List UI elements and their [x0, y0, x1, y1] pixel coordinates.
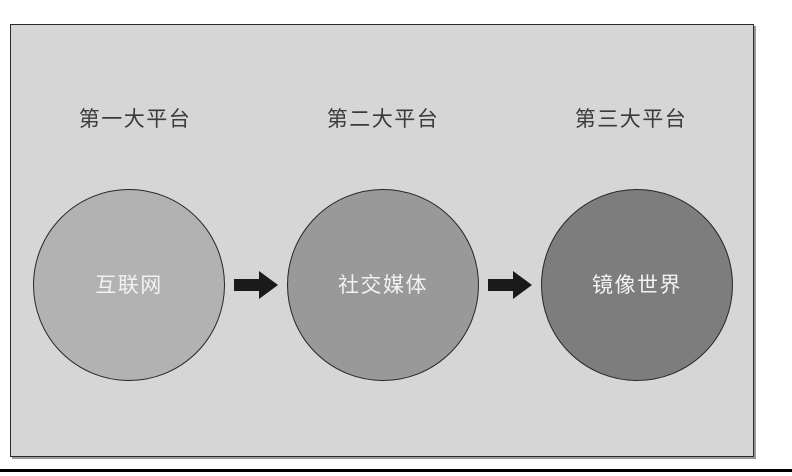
platform-label-row: 第一大平台 第二大平台 第三大平台: [11, 99, 755, 139]
node-mirror-world-label: 镜像世界: [592, 272, 682, 297]
connector-slot-1: [228, 265, 284, 305]
diagram-frame: 第一大平台 第二大平台 第三大平台 互联网 社交媒体: [10, 24, 754, 457]
node-internet[interactable]: 互联网: [33, 189, 225, 381]
platform-label-first: 第一大平台: [78, 106, 192, 131]
node-internet-label: 互联网: [95, 272, 163, 297]
platform-label-second: 第二大平台: [326, 106, 440, 131]
node-social-media-label: 社交媒体: [338, 272, 428, 297]
connector-slot-2: [482, 265, 538, 305]
node-slot-mirror-world: 镜像世界: [539, 187, 735, 383]
right-block-arrow-icon: [488, 271, 532, 299]
platform-label-third: 第三大平台: [574, 106, 688, 131]
node-slot-social-media: 社交媒体: [285, 187, 481, 383]
node-slot-internet: 互联网: [31, 187, 227, 383]
node-social-media[interactable]: 社交媒体: [287, 189, 479, 381]
node-mirror-world[interactable]: 镜像世界: [541, 189, 733, 381]
right-block-arrow-icon: [234, 271, 278, 299]
page-bottom-rule: [0, 469, 792, 472]
platform-flow-row: 互联网 社交媒体 镜像世界: [11, 187, 755, 383]
